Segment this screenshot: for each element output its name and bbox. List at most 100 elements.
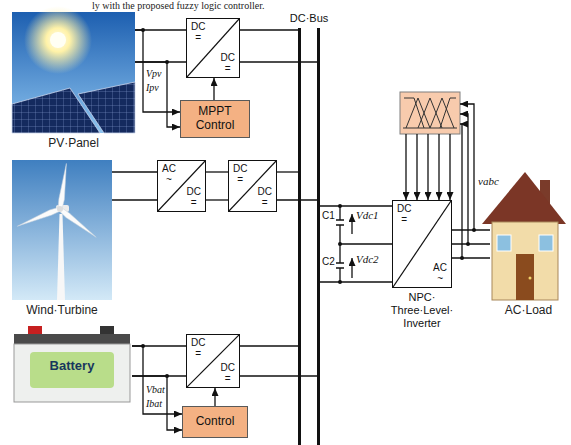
ac-dc-converter: AC ~ DC =: [157, 160, 206, 212]
junction-dot: [338, 242, 342, 246]
battery: Battery: [12, 326, 132, 404]
house-picture: [482, 172, 566, 300]
caption-fragment: ly with the proposed fuzzy logic control…: [92, 0, 264, 12]
converter-diagonal: [229, 161, 276, 211]
wire-connector: [132, 346, 182, 414]
fuzzy-controller-box: [403, 98, 457, 128]
pv-panel-picture: [78, 82, 135, 133]
battery-picture: [14, 326, 130, 402]
wire-connector: [452, 229, 490, 230]
wind-turbine: Wind·Turbine: [12, 160, 112, 317]
capacitor-symbol: [336, 206, 392, 282]
wind-turbine-picture: [12, 160, 112, 300]
capacitor-label: C1: [322, 210, 335, 222]
node-label: DC =: [191, 338, 205, 359]
wire-connector: [240, 375, 320, 376]
wire-connector: [214, 388, 215, 406]
wire-connector: [135, 62, 180, 127]
wire-connector: [240, 29, 298, 30]
converter-diagonal: [393, 201, 451, 287]
fuzzy-controller-box: [400, 92, 460, 134]
voltage-label: Vdc2: [356, 253, 379, 266]
dc-bus: DC·Bus: [298, 28, 320, 445]
wire-connector: [320, 206, 392, 282]
node-label: DC =: [221, 53, 235, 74]
battery-picture: [14, 344, 130, 402]
node-label: AC·Load: [505, 303, 552, 317]
wind-turbine-picture: [16, 206, 61, 228]
mppt-control-box: MPPT Control: [180, 100, 250, 138]
node-label: AC ~: [433, 263, 447, 284]
wire-connector: [215, 388, 216, 406]
battery-control-box: Control: [182, 406, 248, 438]
control-signal-wires: [449, 134, 450, 200]
wire-connector: [452, 257, 490, 258]
wind-turbine-picture: [57, 214, 65, 300]
npc-inverter: DC =AC ~NPC· Three·Level· Inverter: [392, 200, 452, 288]
node-label: DC =: [258, 187, 272, 208]
wire-connector: [320, 205, 392, 206]
capacitor-symbol: [351, 258, 352, 278]
node-label: Control: [196, 415, 235, 429]
node-label: DC =: [397, 204, 411, 225]
fuzzy-controller-box: [404, 98, 424, 128]
node-label: MPPT Control: [184, 105, 246, 133]
node-label: DC·Bus: [290, 12, 329, 25]
converter-diagonal: [158, 161, 205, 211]
house-picture: [516, 254, 534, 300]
wind-turbine-picture: [58, 163, 70, 209]
wire-connector: [240, 346, 320, 376]
signal-name: vabc: [478, 175, 499, 188]
wire-connector: [132, 376, 182, 430]
fuzzy-controller-box: [418, 98, 442, 128]
node-label: DC =: [187, 187, 201, 208]
node-label: Wind·Turbine: [26, 303, 98, 317]
dc-dc-converter: DC = DC =: [228, 160, 277, 212]
dc-dc-converter: DC = DC =: [186, 18, 240, 78]
control-signal-wires: [405, 134, 406, 200]
wind-turbine-picture: [16, 163, 98, 240]
wind-turbine-picture: [58, 207, 98, 240]
pv-panel-picture: [50, 32, 66, 48]
wire-connector: [132, 346, 182, 414]
wire-connector: [240, 345, 298, 346]
converter-diagonal: [187, 335, 239, 387]
signal-name: Ipv: [145, 82, 160, 93]
house-picture: [529, 277, 532, 280]
wire-connector: [214, 78, 215, 100]
node-label: DC =: [191, 22, 205, 43]
wind-turbine-picture: [57, 206, 63, 212]
fuzzy-controller-box: [400, 92, 460, 134]
wire-connector: [112, 199, 157, 200]
junction-dot: [141, 28, 476, 378]
wind-turbine-picture: [12, 160, 112, 300]
battery-picture: [14, 334, 130, 344]
node-label: AC ~: [162, 164, 176, 185]
converter-diagonal: [187, 19, 239, 77]
wire-connector: [240, 30, 320, 62]
signal-name: Vpv: [145, 68, 163, 79]
wire-connector: [206, 171, 228, 172]
wire-connector: [206, 199, 228, 200]
wire-connector: [132, 346, 186, 376]
node-label: DC =: [233, 164, 247, 185]
wire-connector: [452, 243, 490, 244]
wire-connector: [213, 78, 214, 100]
house-picture: [492, 222, 558, 300]
voltage-label: Vdc1: [356, 209, 379, 222]
control-signal-wires: [416, 134, 417, 200]
wire-connector: [240, 61, 320, 62]
house-picture: [539, 235, 553, 251]
control-signal-wires: [438, 134, 439, 200]
signal-name: Vbat: [145, 384, 166, 395]
wire-connector: [112, 172, 157, 200]
house-picture: [497, 235, 511, 251]
wire-connector: [132, 376, 182, 430]
control-signal-wires: [460, 114, 468, 244]
fuzzy-controller-box: [403, 128, 457, 129]
